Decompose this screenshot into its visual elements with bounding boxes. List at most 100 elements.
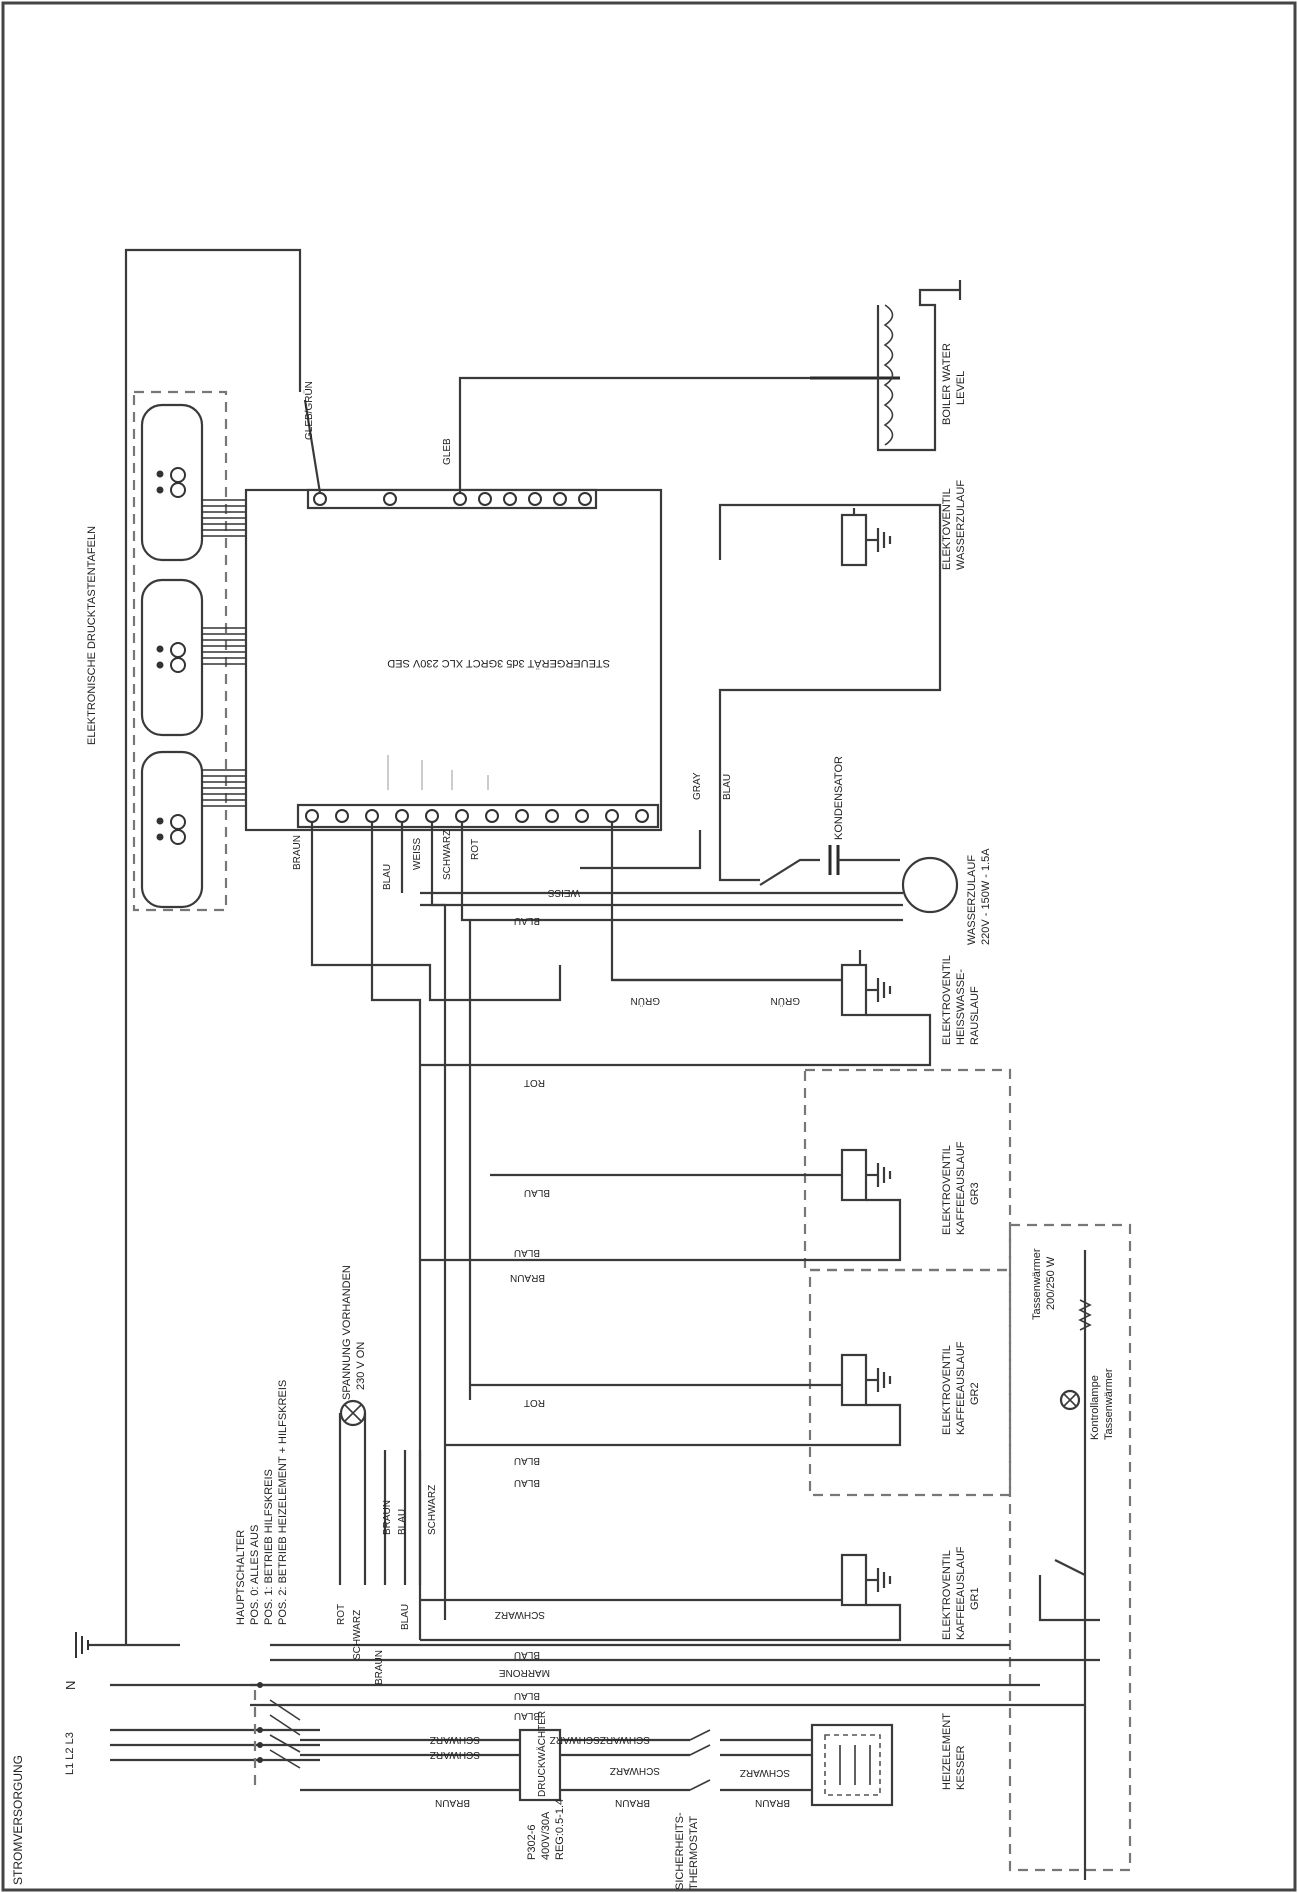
- braun-gr3-wire: [420, 1198, 902, 1262]
- control-unit-box: [244, 488, 663, 832]
- wire-label-rot-gr2: ROT: [524, 1397, 545, 1408]
- main-switch-symbol: [110, 1683, 320, 1790]
- push-button-panels: [132, 390, 266, 912]
- wire-label-weiss-h: WEISS: [547, 887, 580, 898]
- bottom-terminal-strip: [296, 803, 660, 829]
- power-terminal-dots: [257, 1682, 263, 1763]
- wire-label-blau-h: BLAU: [514, 915, 540, 926]
- control-lamp-cross: [1063, 1393, 1077, 1407]
- wire-label-braun-ms: BRAUN: [382, 1500, 393, 1535]
- wire-label-gray: GRAY: [692, 772, 703, 800]
- wire-label-blau-gr2a: BLAU: [514, 1455, 540, 1466]
- cup-warmer-switch: [1054, 1559, 1086, 1576]
- panel-power-wire: [124, 248, 302, 1000]
- wire-label-gelb-gruen: GLEB/GRÜN: [303, 381, 315, 440]
- gr2-valve-line1: ELEKTROVENTIL: [941, 1345, 953, 1435]
- water-inlet-valve-wire: [718, 503, 942, 830]
- hot-water-valve-line1: ELEKTROVENTIL: [941, 955, 953, 1045]
- hot-water-valve-line2: HEISSWASSE-: [955, 969, 967, 1045]
- wire-label-braun-gr3: BRAUN: [510, 1272, 545, 1283]
- voltage-present-line1: SPANNUNG VORHANDEN: [341, 1265, 353, 1400]
- wire-label-gruen-1: GRÜN: [631, 995, 660, 1007]
- gr1-valve-line2: KAFFEEAUSLAUF: [955, 1546, 967, 1640]
- panels-dashed-enclosure: [132, 390, 228, 912]
- boiler-water-level-line2: LEVEL: [955, 371, 967, 405]
- panels-label: ELEKTRONISCHE DRUCKTASTENTAFELN: [86, 526, 98, 745]
- main-switch-line1: HAUPTSCHALTER: [235, 1530, 247, 1625]
- gr2-valve-line2: KAFFEEAUSLAUF: [955, 1341, 967, 1435]
- cup-warmer-line2: 200/250 W: [1045, 1256, 1057, 1310]
- pressure-switch-line3: REG:0.5-1.4: [554, 1799, 566, 1860]
- wire-label-braun-ms2: BRAUN: [374, 1650, 385, 1685]
- voltage-lamp-wires: [338, 1413, 367, 1585]
- main-switch-feed-wires: [383, 1450, 422, 1585]
- cup-warmer-heater-symbol: [1078, 1299, 1092, 1331]
- gelb-level-wire: [458, 376, 900, 493]
- faint-strip-markings: [387, 755, 489, 790]
- wire-label-blau-ms2: BLAU: [400, 1604, 411, 1630]
- wire-label-blau-bus3: BLAU: [514, 1710, 540, 1721]
- neutral-label: N: [63, 1681, 78, 1690]
- hot-water-valve-symbol: [840, 963, 892, 1017]
- boiler-water-level-line1: BOILER WATER: [941, 343, 953, 425]
- ground-symbol-icon: [75, 1632, 89, 1658]
- heater-coils-icon: [839, 1745, 871, 1785]
- wire-label-schwarz-ps1: SCHWARZ: [430, 1734, 480, 1745]
- wire-label-schwarz-th: SCHWARZ: [610, 1765, 660, 1776]
- push-button-panel-3: [140, 750, 204, 909]
- wire-label-blau-bus1: BLAU: [514, 1649, 540, 1660]
- gray-wire: [580, 830, 702, 870]
- wire-label-schwarz-ps2: SCHWARZ: [430, 1749, 480, 1760]
- cup-warmer-switch-wire: [1038, 1575, 1100, 1622]
- wire-label-gelb: GLEB: [442, 438, 453, 465]
- boiler-level-coil: [883, 304, 894, 446]
- rot-hot-water-wire: [420, 1013, 932, 1067]
- main-switch-line3: POS. 1: BETRIEB HILFSKREIS: [263, 1469, 275, 1625]
- main-switch-line4: POS. 2: BETRIEB HEIZELEMENT + HILFSKREIS: [277, 1380, 289, 1625]
- power-supply-label: STROMVERSORGUNG: [11, 1755, 25, 1885]
- blau-pump-wire: [718, 830, 760, 882]
- voltage-present-line2: 230 V ON: [355, 1342, 367, 1390]
- cup-warmer-dashed-group: [1008, 1223, 1132, 1872]
- gr1-valve-line3: GR1: [969, 1587, 981, 1610]
- gr1-valve-symbol: [840, 1553, 892, 1607]
- gr3-valve-line3: GR3: [969, 1182, 981, 1205]
- thermostat-to-heater: [720, 1738, 820, 1792]
- gr3-valve-line2: KAFFEEAUSLAUF: [955, 1141, 967, 1235]
- capacitor-wire: [759, 858, 820, 886]
- feed-to-pressure-switch: [300, 1738, 520, 1792]
- pressure-switch-box: [518, 1728, 562, 1802]
- wire-label-blau-gr3: BLAU: [524, 1187, 550, 1198]
- pressure-switch-box-label: DRUCKWÄCHTER: [536, 1711, 548, 1797]
- heater-inner: [824, 1734, 881, 1796]
- pump-label-line2: 220V - 150W - 1.5A: [980, 848, 992, 945]
- pressure-switch-to-thermostat: [560, 1738, 690, 1792]
- wire-label-blau-gr3b: BLAU: [514, 1247, 540, 1258]
- wire-label-gruen-2: GRÜN: [771, 995, 800, 1007]
- capacitor-label: KONDENSATOR: [833, 756, 845, 840]
- wire-label-schwarz-ht: SCHWARZ: [740, 1767, 790, 1778]
- wire-label-schwarz-ms: SCHWARZ: [427, 1485, 438, 1535]
- wire-label-weiss-cu: WEISS: [412, 837, 423, 870]
- control-unit-down-wires: [310, 822, 862, 1640]
- water-inlet-valve-line2: WASSERZULAUF: [955, 480, 967, 570]
- wire-label-braun-ps: BRAUN: [435, 1797, 470, 1808]
- push-button-panel-1: [140, 403, 204, 562]
- wire-label-braun-ht: BRAUN: [755, 1797, 790, 1808]
- wire-label-rot-ms: ROT: [336, 1604, 347, 1625]
- gr2-dashed-group: [808, 1268, 1012, 1497]
- water-inlet-valve-symbol: [840, 508, 892, 567]
- gr2-valve-symbol: [840, 1353, 892, 1407]
- pump-label-line1: WASSERZULAUF: [966, 855, 978, 945]
- safety-thermostat-line2: THERMOSTAT: [688, 1816, 700, 1890]
- wire-label-schwarz-gr1: SCHWARZ: [495, 1609, 545, 1620]
- wire-label-blau-bus2: BLAU: [514, 1690, 540, 1701]
- wire-label-blau-ms: BLAU: [397, 1509, 408, 1535]
- gr3-valve-symbol: [840, 1148, 892, 1202]
- wire-label-rot-1: ROT: [524, 1077, 545, 1088]
- main-switch-line2: POS. 0: ALLES AUS: [249, 1525, 261, 1625]
- hot-water-valve-line3: RAUSLAUF: [969, 986, 981, 1045]
- control-lamp-line1: Kontrollampe: [1089, 1375, 1101, 1440]
